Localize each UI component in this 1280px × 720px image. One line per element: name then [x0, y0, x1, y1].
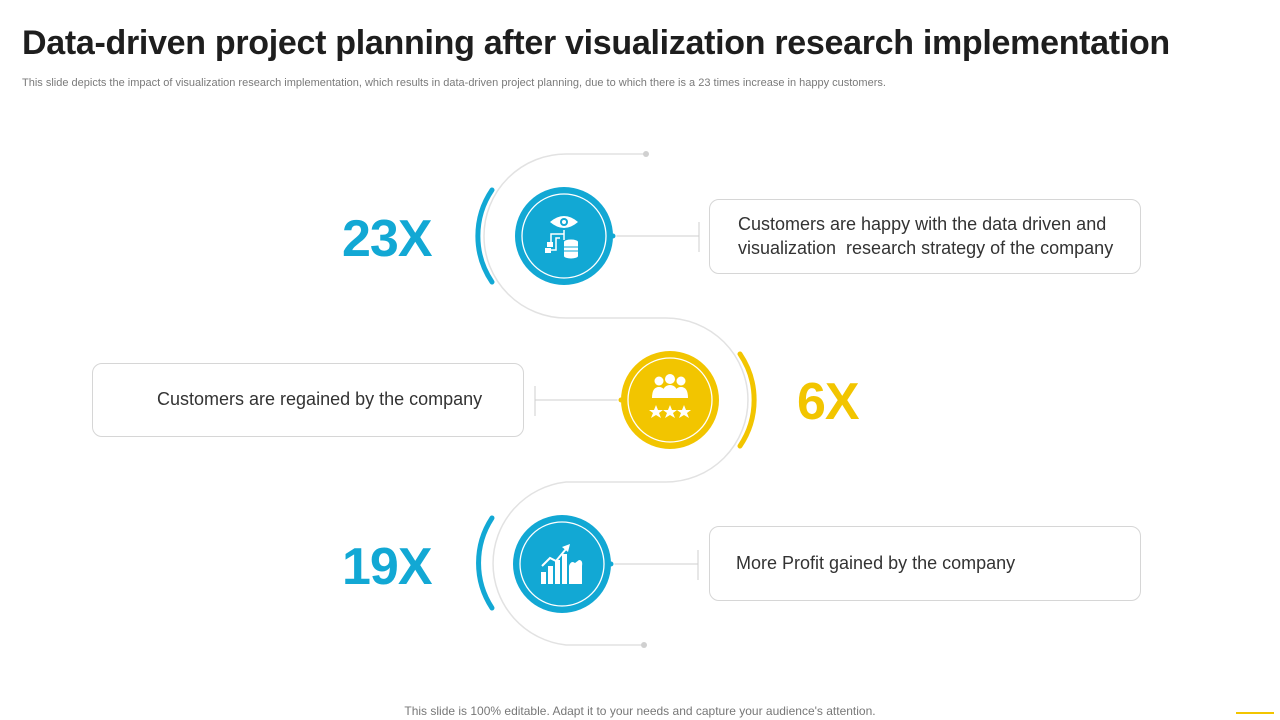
corner-accent-line — [1236, 712, 1274, 714]
description-card: Customers are happy with the data driven… — [709, 199, 1141, 274]
eye-data-icon — [515, 187, 613, 285]
description-card: More Profit gained by the company — [709, 526, 1141, 601]
accent-arc-3 — [476, 515, 495, 611]
slide-title: Data-driven project planning after visua… — [22, 24, 1170, 62]
description-text: Customers are regained by the company — [157, 389, 483, 410]
description-card: Customers are regained by the company — [92, 363, 524, 437]
metric-value: 23X — [342, 210, 433, 268]
description-text: Customers are happy with the data driven… — [738, 214, 1114, 258]
description-text: More Profit gained by the company — [736, 552, 1016, 573]
growth-chart-hand-icon — [513, 515, 611, 613]
metric-value: 19X — [342, 538, 433, 596]
customers-rating-icon — [621, 351, 719, 449]
path-end-dot-bottom — [641, 642, 647, 648]
accent-arc-1 — [475, 187, 495, 285]
accent-arc-2 — [737, 351, 757, 449]
winding-path — [483, 153, 749, 646]
metric-value: 6X — [797, 373, 860, 431]
slide-subtitle: This slide depicts the impact of visuali… — [22, 77, 886, 89]
path-end-dot-top — [643, 151, 649, 157]
footer-note: This slide is 100% editable. Adapt it to… — [404, 704, 876, 718]
